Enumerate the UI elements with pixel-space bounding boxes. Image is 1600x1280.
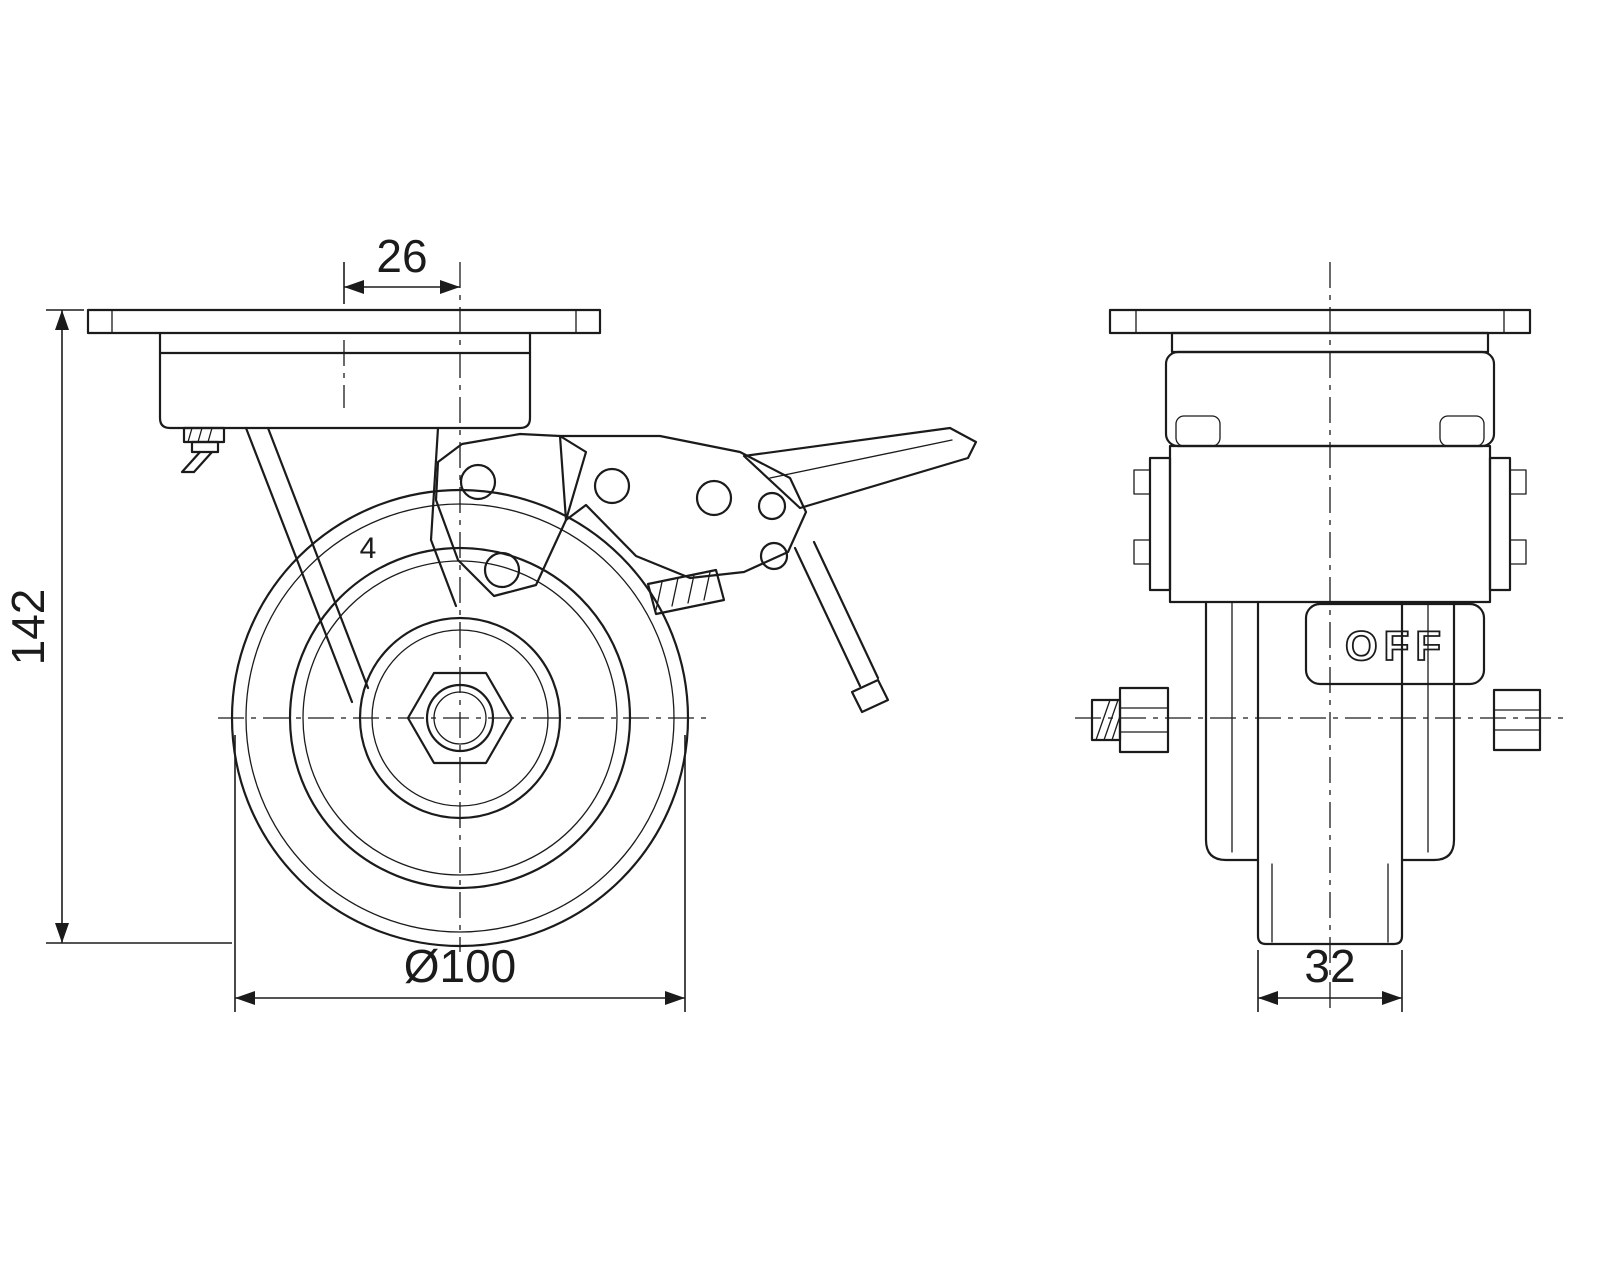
brake-off-label: OFF [1345,622,1447,669]
swivel-race [158,331,532,355]
brake-linkage [434,426,978,714]
wheel-front [230,488,690,948]
side-fork-body [1133,444,1527,604]
dimension-overall-height: 142 [2,309,232,944]
swivel-housing [158,351,532,430]
axle-stud-left [1090,686,1170,754]
dim-width-text: 32 [1304,940,1355,992]
front-view: 4 [86,262,978,952]
axle-nut-right [1492,688,1542,752]
dim-offset-text: 26 [376,230,427,282]
dimension-wheel-width: 32 [1257,940,1403,1012]
top-plate [86,308,602,335]
brake-pedal: OFF [1304,602,1486,686]
side-view: OFF [1075,262,1568,1015]
dimension-wheel-diameter: Ø100 [234,735,686,1012]
dim-height-text: 142 [2,589,54,666]
fork-size-mark: 4 [360,532,377,565]
wheel-side [1256,600,1404,946]
side-fork-legs [1204,600,1456,862]
dimension-top-offset: 26 [343,230,460,304]
axle-hex-nut [406,671,514,765]
dim-diameter-text: Ø100 [404,940,517,992]
side-top-plate [1108,308,1532,335]
grease-fitting [180,426,226,474]
